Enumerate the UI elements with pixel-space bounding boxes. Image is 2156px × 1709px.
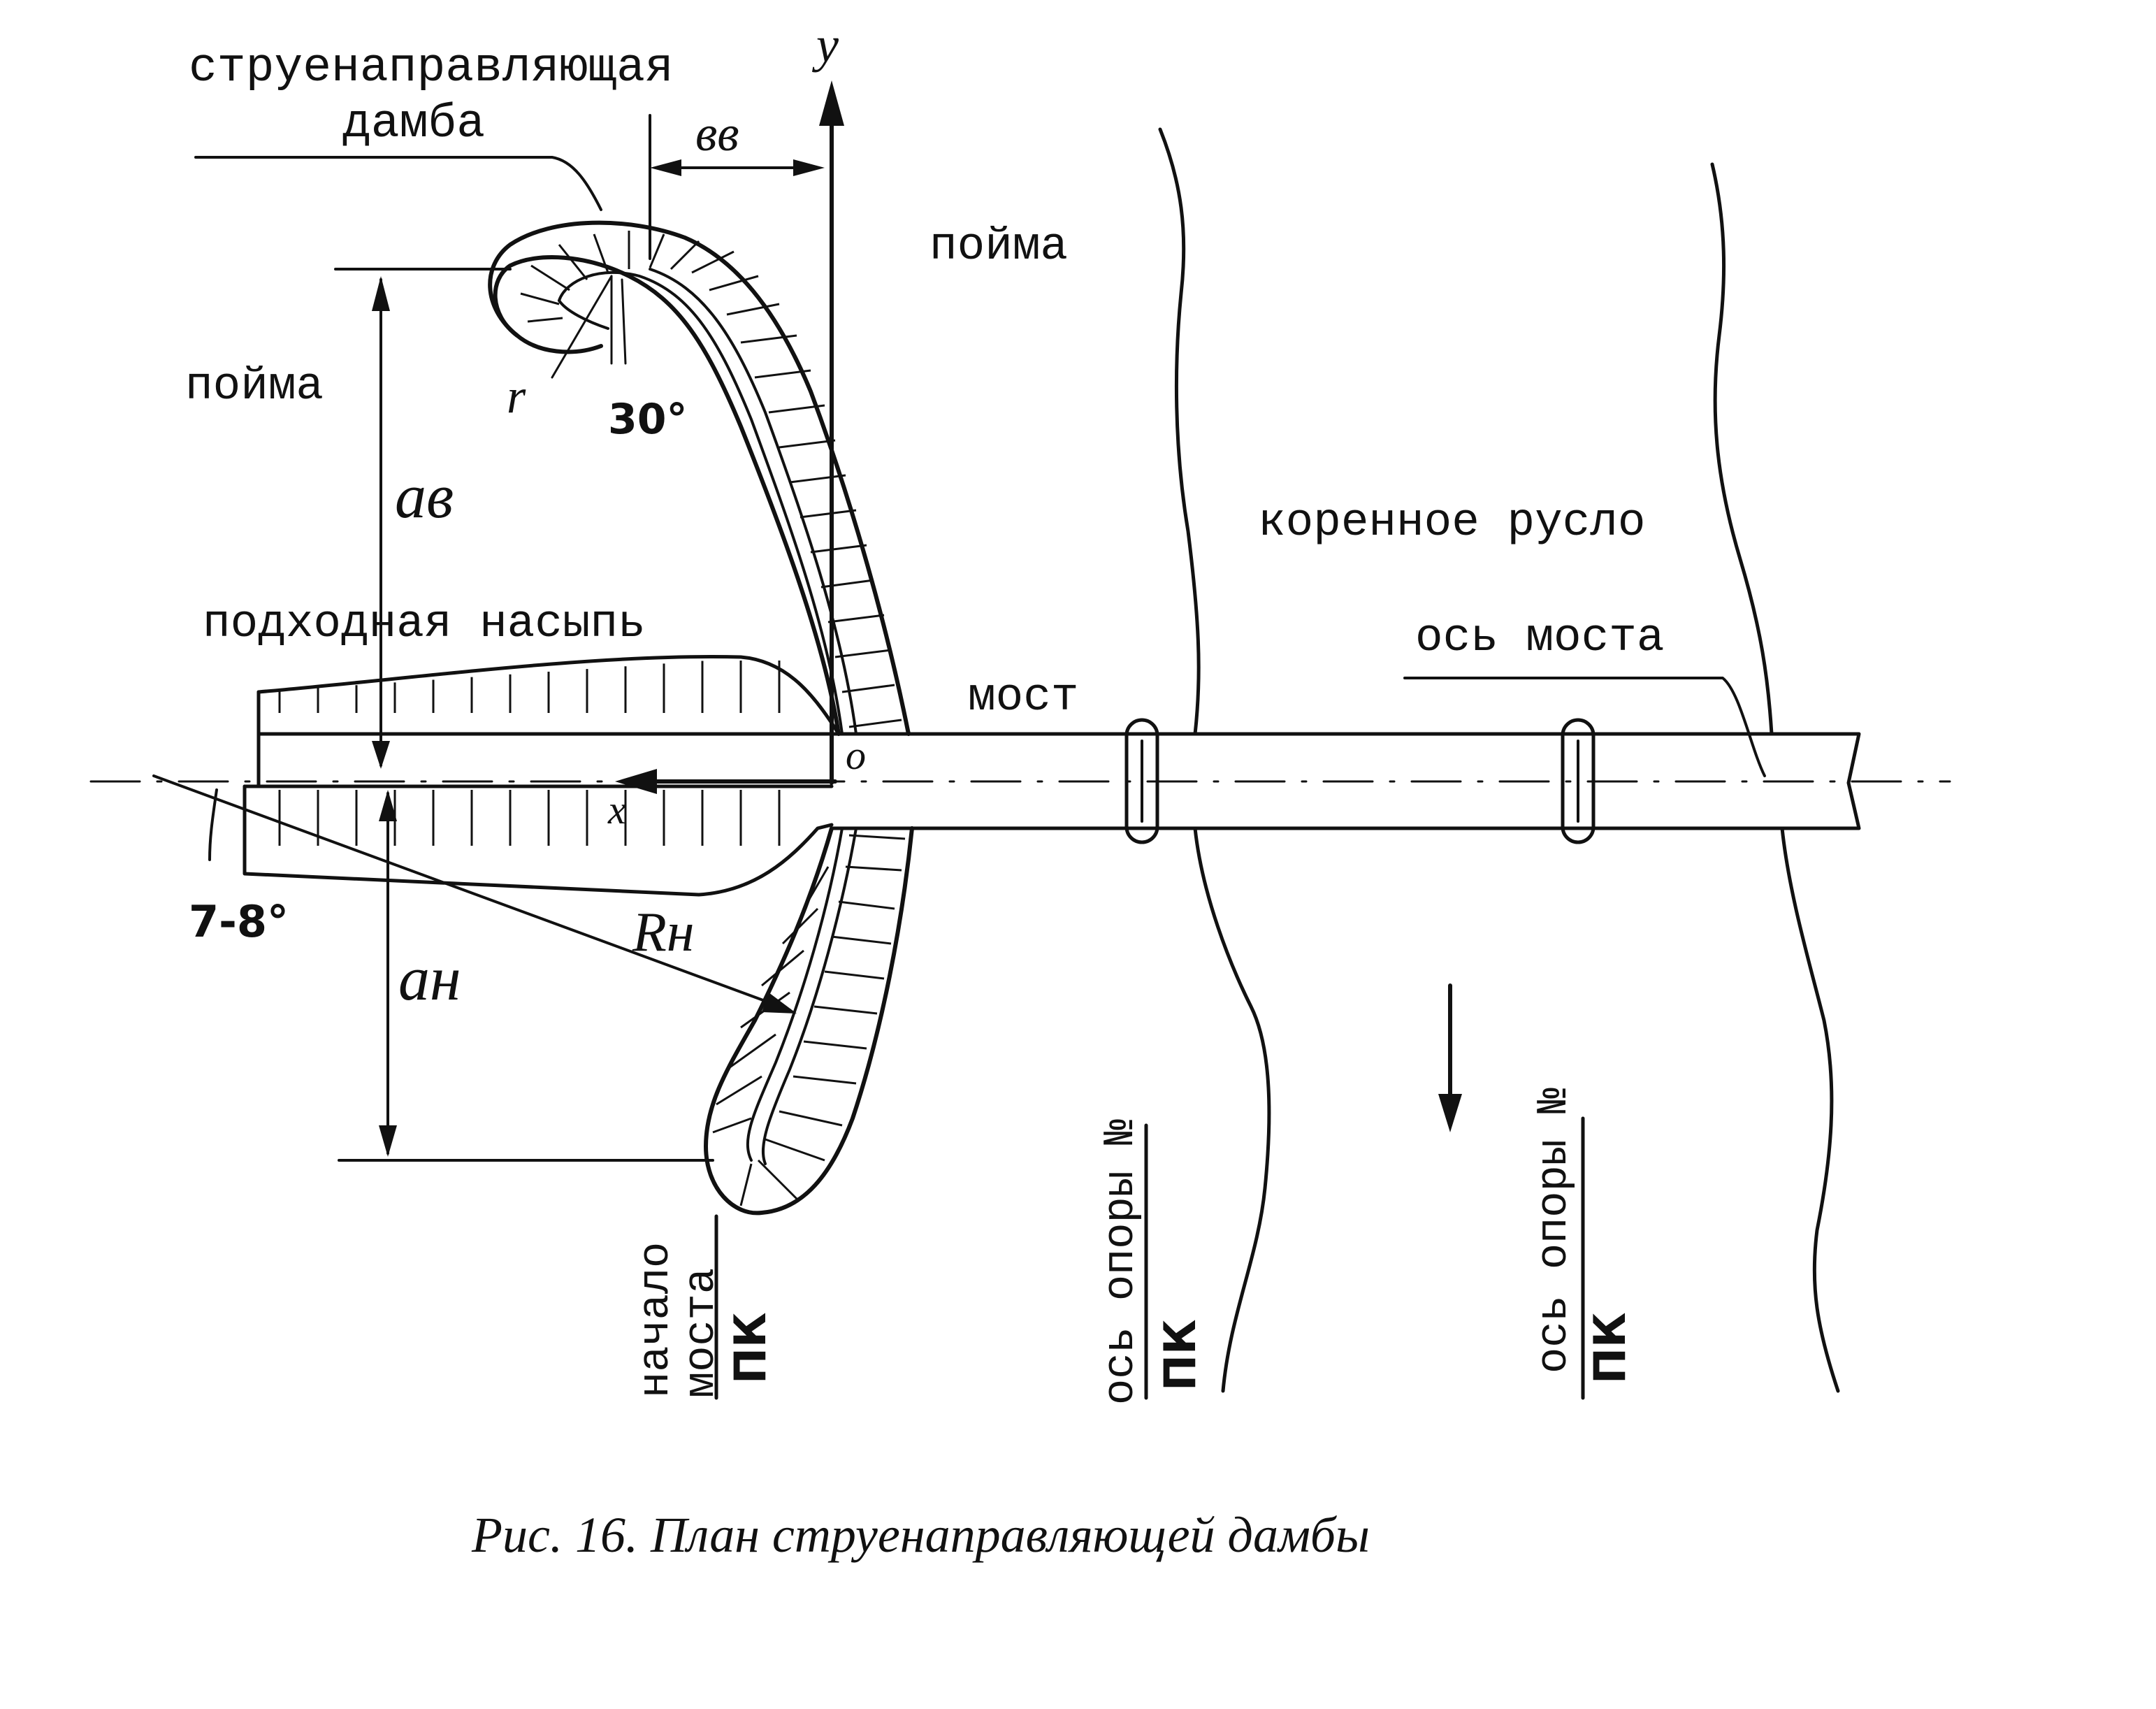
slope-hatch [757, 1159, 798, 1200]
slope-hatch [691, 250, 735, 274]
bridge-axis-label: ось моста [1415, 612, 1664, 664]
slope-hatch [827, 614, 885, 623]
an-label: aн [398, 944, 461, 1014]
slope-hatch [820, 579, 874, 589]
river-banks [1158, 127, 1840, 1393]
guide-dam-upstream [488, 220, 911, 736]
bridge-axis-leader [1403, 677, 1766, 777]
dimension-bv [649, 114, 825, 260]
pk-label-3: ПК [1584, 1312, 1635, 1384]
pk-label-1: ПК [725, 1312, 776, 1384]
slope-hatch [813, 1005, 878, 1015]
dimension-an [338, 790, 714, 1162]
slope-hatch [838, 900, 895, 910]
slope-hatch [593, 233, 609, 273]
slope-hatch [779, 439, 836, 449]
slope-hatch [520, 292, 560, 305]
slope-hatch [712, 1117, 752, 1134]
dimension-av [334, 268, 512, 769]
pier-axis-label-1: ось опоры № [1096, 1119, 1145, 1405]
slope-hatch [530, 264, 570, 291]
angle-78-label: 7-8° [189, 896, 289, 947]
slope-hatch [726, 1033, 776, 1071]
origin-label: o [846, 733, 866, 778]
av-label: aв [395, 462, 454, 531]
slope-hatch [802, 866, 830, 909]
bv-label: вв [695, 106, 739, 161]
slope-hatch [845, 865, 902, 872]
slope-hatch [848, 719, 902, 728]
dam-label-line1: струенаправляющая [189, 41, 674, 95]
slope-hatch [649, 233, 665, 268]
x-axis-label: x [607, 787, 626, 832]
slope-hatch [558, 244, 588, 280]
vertical-label-rules [714, 1116, 1585, 1400]
nose-radius-marks [551, 275, 627, 379]
slope-hatch [810, 544, 867, 554]
slope-hatch [670, 240, 700, 271]
floodplain-left-label: пойма [185, 360, 324, 412]
slope-hatch [754, 369, 811, 379]
figure-caption: Рис. 16. План струенаправляющей дамбы [471, 1507, 1370, 1563]
approach-embankment [243, 655, 841, 897]
slope-hatch [761, 949, 804, 987]
slope-hatch [831, 935, 892, 945]
dam-label-line2: дамба [342, 97, 485, 151]
slope-hatch [800, 509, 857, 519]
slope-hatch [803, 1040, 867, 1050]
pier-axis-label-2: ось опоры № [1529, 1088, 1579, 1373]
rn-label: Rн [632, 902, 695, 963]
slope-hatch [793, 1075, 857, 1085]
slope-hatch [739, 1163, 753, 1206]
bridge-start-label-line1: начало [631, 1242, 681, 1398]
guide-dam-downstream [704, 826, 914, 1216]
approach-embankment-label: подходная насыпь [203, 598, 646, 650]
slope-hatch [740, 334, 797, 344]
slope-hatch [824, 970, 885, 980]
slope-hatch [789, 474, 846, 484]
slope-hatch [848, 834, 906, 840]
angle-30-label: 30° [608, 395, 688, 444]
floodplain-right-label: пойма [929, 220, 1068, 273]
slope-hatch [768, 404, 825, 414]
flow-arrow [1438, 983, 1462, 1132]
dam-label-leader [194, 156, 602, 211]
radius-rn [152, 774, 797, 1014]
slope-hatch [527, 317, 563, 323]
nose-radius-label: r [507, 370, 526, 424]
main-channel-label: коренное русло [1258, 496, 1646, 549]
slope-hatch [779, 1110, 843, 1127]
slope-hatch [834, 649, 892, 658]
slope-hatch [716, 1075, 762, 1106]
bridge-start-label-line2: моста [677, 1268, 726, 1398]
x-axis [615, 769, 837, 794]
slope-hatch [765, 1138, 825, 1162]
slope-hatch [709, 275, 759, 291]
bridge-label: мост [968, 671, 1078, 723]
pk-label-2: ПК [1155, 1319, 1206, 1391]
slope-hatch [781, 907, 819, 945]
slope-hatch [726, 303, 780, 316]
slope-hatch [841, 684, 895, 693]
y-axis-label: y [811, 17, 839, 73]
